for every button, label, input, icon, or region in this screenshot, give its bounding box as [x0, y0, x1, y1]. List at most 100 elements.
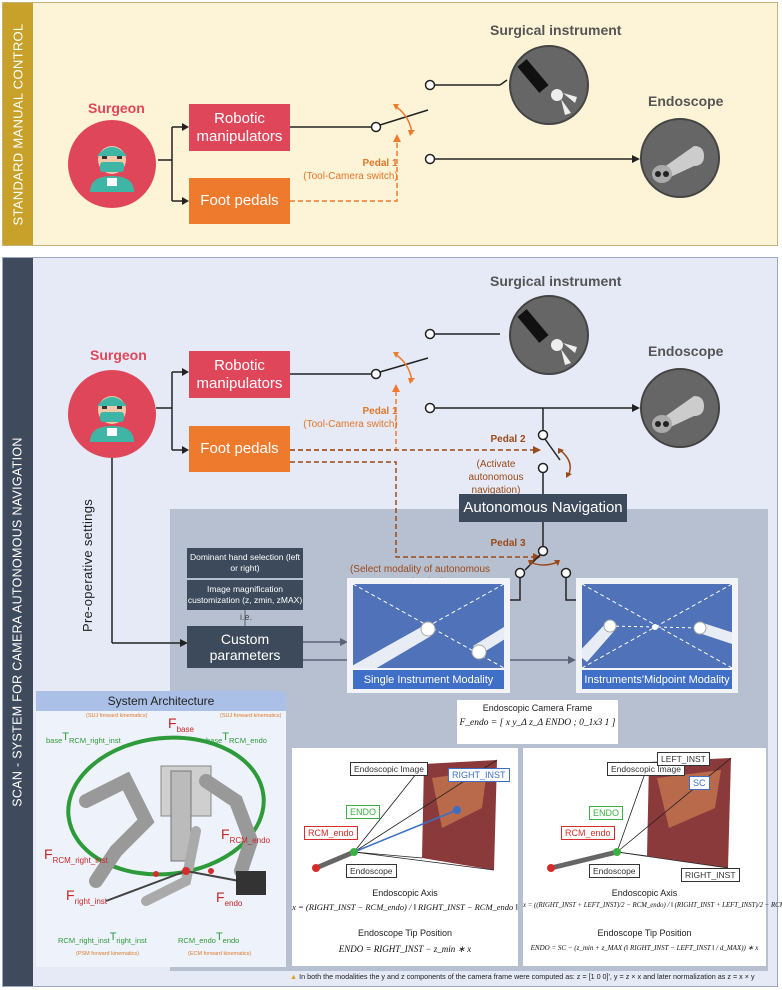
t-rcm-right-inst-label: RCM_right_instTright_inst [58, 931, 147, 945]
endoscope-label-midpoint: Endoscope [589, 864, 640, 878]
endoscope-icon-bottom [640, 368, 720, 448]
system-architecture-panel: System Architecture (SUJ forward kinemat… [36, 691, 286, 967]
midpoint-panel: Endoscopic Image LEFT_INST SC RIGHT_INST… [523, 748, 782, 966]
suj-kinematics-left: (SUJ forward kinematics) [86, 713, 148, 719]
foot-pedals-top: Foot pedals [189, 178, 290, 224]
dominant-hand-box: Dominant hand selection (left or right) [187, 548, 303, 578]
f-rcm-right-sub: RCM_right_inst [52, 855, 108, 865]
endo-label-midpoint: ENDO [589, 806, 624, 820]
f-endo-label: Fendo [216, 889, 242, 908]
surgical-instrument-label-top: Surgical instrument [490, 22, 622, 38]
autonomous-navigation-box: Autonomous Navigation [459, 494, 627, 522]
pedal3-label: Pedal 3 [490, 538, 526, 549]
camera-frame-panel: Endoscopic Camera Frame F_endo = [ x y_Δ… [457, 700, 618, 744]
t-rcm-right-pre: RCM_right_inst [58, 936, 110, 946]
suj-kinematics-right: (SUJ forward kinematics) [220, 713, 282, 719]
t-base-rcm-endo-label: baseTRCM_endo [206, 731, 267, 745]
f-endo-symbol: F [216, 889, 225, 905]
single-instrument-modality-card: Single Instrument Modality [347, 578, 513, 693]
system-architecture-title: System Architecture [36, 691, 286, 711]
preop-settings-label: Pre-operative settings [78, 490, 98, 640]
f-rcm-endo-sub: RCM_endo [229, 835, 271, 845]
warning-icon: ▲ [290, 972, 298, 981]
t-base-rcm-endo-symbol: T [222, 731, 229, 743]
t-rcm-endo-sub: endo [222, 936, 240, 946]
scan-side-label: SCAN - SYSTEM FOR CAMERA AUTONOMOUS NAVI… [3, 258, 33, 986]
surgeon-label-bottom: Surgeon [90, 347, 147, 363]
surgeon-avatar-bottom [68, 370, 156, 458]
f-right-inst-symbol: F [66, 887, 75, 903]
t-base-rcm-endo-pre: base [206, 736, 223, 746]
manual-control-side-label: STANDARD MANUAL CONTROL [3, 3, 33, 245]
surgeon-icon [90, 396, 134, 442]
endoscopic-image-label-single: Endoscopic Image [350, 762, 428, 776]
rcm-endo-label-single: RCM_endo [304, 826, 358, 840]
tip-formula-single: ENDO = RIGHT_INST − z_min ∗ x [338, 944, 472, 954]
f-rcm-endo-symbol: F [221, 826, 230, 842]
axis-formula-midpoint: x = ((RIGHT_INST + LEFT_INST)/2 − RCM_en… [523, 902, 782, 909]
pedal1-desc-bottom: (Tool-Camera switch) [303, 419, 398, 430]
custom-parameters-box: Custom parameters [187, 626, 303, 668]
surgical-instrument-label-bottom: Surgical instrument [490, 273, 622, 289]
t-base-rcm-right-pre: base [46, 736, 63, 746]
camera-frame-formula: F_endo = [ x y_Δ z_Δ ENDO ; 0_1x3 1 ] [459, 718, 616, 728]
pedal1-label-top: Pedal 1 [362, 158, 398, 169]
f-base-subscript: base [176, 724, 194, 734]
midpoint-modality-label: Instruments'Midpoint Modality [582, 670, 732, 689]
robot-diagram [66, 735, 267, 906]
surgical-instrument-icon-bottom [509, 295, 589, 375]
f-endo-sub: endo [224, 898, 243, 908]
ie-label: i.e. [239, 612, 252, 622]
single-instrument-modality-label: Single Instrument Modality [353, 670, 504, 689]
single-instrument-image [348, 583, 513, 679]
pedal2-desc: (Activate autonomous navigation) [468, 459, 524, 496]
endo-label-single: ENDO [346, 805, 381, 819]
t-base-rcm-right-label: baseTRCM_right_inst [46, 731, 121, 745]
endoscope-label-top: Endoscope [648, 93, 724, 109]
axis-title-single: Endoscopic Axis [372, 888, 438, 898]
endoscope-label-bottom: Endoscope [648, 343, 724, 359]
image-magnification-box: Image magnification customization (z, zm… [187, 580, 303, 610]
t-base-rcm-right-symbol: T [62, 731, 69, 743]
f-right-inst-label: Fright_inst [66, 887, 107, 906]
axis-formula-single: x = (RIGHT_INST − RCM_endo) / ‖ RIGHT_IN… [292, 902, 518, 912]
midpoint-modality-card: Instruments'Midpoint Modality [576, 578, 738, 693]
f-right-inst-sub: right_inst [74, 896, 108, 906]
t-rcm-endo-pre: RCM_endo [178, 936, 216, 946]
single-instrument-panel: Endoscopic Image RIGHT_INST ENDO RCM_end… [292, 748, 518, 966]
t-rcm-right-symbol: T [109, 931, 117, 943]
f-rcm-right-symbol: F [44, 846, 53, 862]
robotic-manipulators-bottom: Robotic manipulators [189, 351, 290, 398]
footnote: ▲ In both the modalities the y and z com… [290, 972, 770, 981]
tip-title-midpoint: Endoscope Tip Position [597, 928, 692, 938]
robotic-manipulators-top: Robotic manipulators [189, 104, 290, 151]
surgical-instrument-icon-top [509, 45, 589, 125]
t-base-rcm-right-sub: RCM_right_inst [69, 736, 121, 746]
axis-title-midpoint: Endoscopic Axis [611, 888, 678, 898]
midpoint-modality-image [577, 583, 737, 669]
rcm-endo-label-midpoint: RCM_endo [561, 826, 615, 840]
f-rcm-endo-label: FRCM_endo [221, 826, 270, 845]
right-inst-label-single: RIGHT_INST [448, 768, 510, 782]
surgeon-icon [90, 146, 134, 192]
pedal1-label-bottom: Pedal 1 [362, 406, 398, 417]
foot-pedals-bottom: Foot pedals [189, 426, 290, 472]
f-base-symbol: F [168, 715, 177, 731]
f-base-label: Fbase [168, 715, 194, 734]
sc-label-midpoint: SC [689, 776, 710, 790]
t-rcm-endo-symbol: T [215, 931, 223, 943]
preop-settings-text: Pre-operative settings [80, 498, 96, 632]
tip-formula-midpoint: ENDO = SC − (z_min + z_MAX (‖ RIGHT_INST… [530, 944, 759, 952]
f-rcm-right-label: FRCM_right_inst [44, 846, 108, 865]
manual-control-connectors [158, 79, 640, 205]
pedal1-desc-top: (Tool-Camera switch) [303, 171, 398, 182]
surgeon-avatar-top [68, 120, 156, 208]
t-rcm-endo-label: RCM_endoTendo [178, 931, 239, 945]
pedal2-label: Pedal 2 [490, 434, 526, 445]
surgeon-label-top: Surgeon [88, 100, 145, 116]
footnote-text: In both the modalities the y and z compo… [299, 972, 755, 981]
t-rcm-right-sub: right_inst [116, 936, 147, 946]
t-base-rcm-endo-sub: RCM_endo [229, 736, 267, 746]
tip-title-single: Endoscope Tip Position [357, 928, 453, 938]
single-endoscope-diagram [312, 759, 498, 872]
